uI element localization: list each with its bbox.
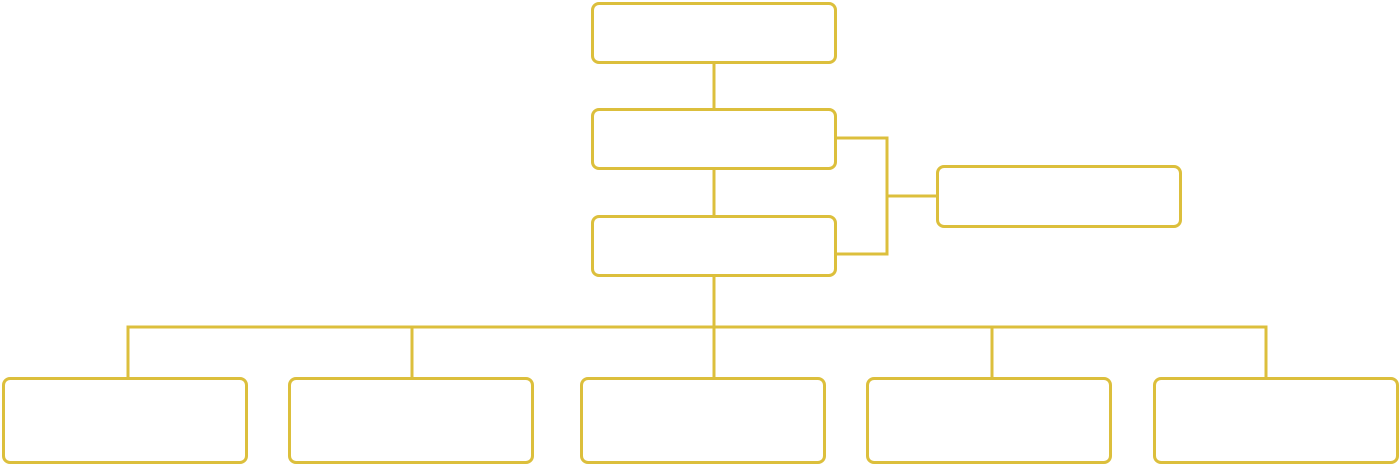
node-top [591,2,837,64]
node-leaf-4 [866,377,1112,464]
node-leaf-2 [288,377,534,464]
connector-middle-to-side-bracket [835,136,889,256]
node-leaf-1 [2,377,248,464]
node-middle-1 [591,108,837,170]
node-leaf-3 [580,377,826,464]
node-side [936,165,1182,228]
node-middle-2 [591,215,837,277]
node-leaf-5 [1153,377,1399,464]
